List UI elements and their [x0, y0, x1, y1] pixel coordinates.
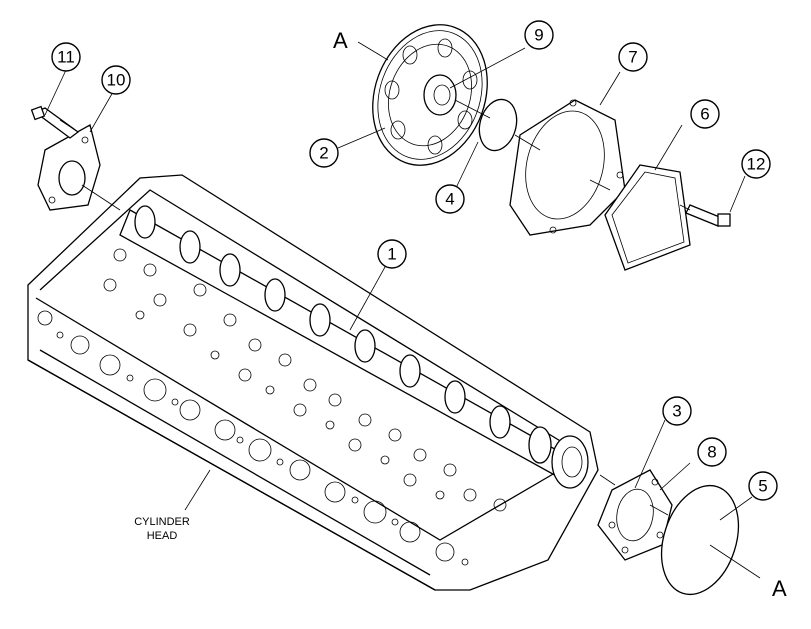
assembly-lines [59, 99, 691, 516]
callout-5: 5 [748, 471, 778, 501]
callout-3-label: 3 [672, 402, 681, 421]
callout-1: 1 [377, 239, 407, 269]
cylinder-head [27, 174, 599, 591]
callout-7: 7 [618, 42, 648, 72]
callout-12-label: 12 [747, 155, 766, 174]
camshaft-gear [372, 24, 488, 166]
callout-11: 11 [51, 42, 81, 72]
callout-10: 10 [101, 65, 131, 95]
callout-8-label: 8 [707, 443, 716, 462]
callout-4-label: 4 [445, 190, 454, 209]
cylinder-head-caption-line1: CYLINDER [134, 516, 190, 528]
thrust-plate [597, 469, 673, 561]
callout-1-label: 1 [387, 245, 396, 264]
callout-6: 6 [690, 99, 720, 129]
callout-4: 4 [435, 184, 465, 214]
callout-10-label: 10 [107, 71, 126, 90]
timing-cover-plate [509, 99, 626, 236]
reference-letter-bottom: A [772, 576, 787, 601]
callout-2-label: 2 [319, 144, 328, 163]
cylinder-head-caption-line2: HEAD [147, 530, 178, 542]
bolt-front [685, 204, 731, 227]
callout-2: 2 [309, 138, 339, 168]
callout-6-label: 6 [700, 105, 709, 124]
callout-11-label: 11 [57, 48, 75, 67]
callout-12: 12 [741, 149, 771, 179]
callout-8: 8 [697, 437, 727, 467]
callout-3: 3 [662, 396, 692, 426]
o-ring-large [660, 484, 740, 596]
camshaft [119, 205, 589, 489]
callout-9-label: 9 [534, 26, 543, 45]
gasket [604, 164, 691, 271]
callout-5-label: 5 [758, 477, 767, 496]
callout-7-label: 7 [628, 48, 637, 67]
rear-cover-plate [37, 124, 101, 211]
bolt-rear [30, 105, 80, 139]
reference-letter-top: A [333, 28, 348, 53]
leader-lines [44, 41, 761, 579]
o-ring-small [478, 98, 518, 152]
callout-9: 9 [524, 20, 554, 50]
